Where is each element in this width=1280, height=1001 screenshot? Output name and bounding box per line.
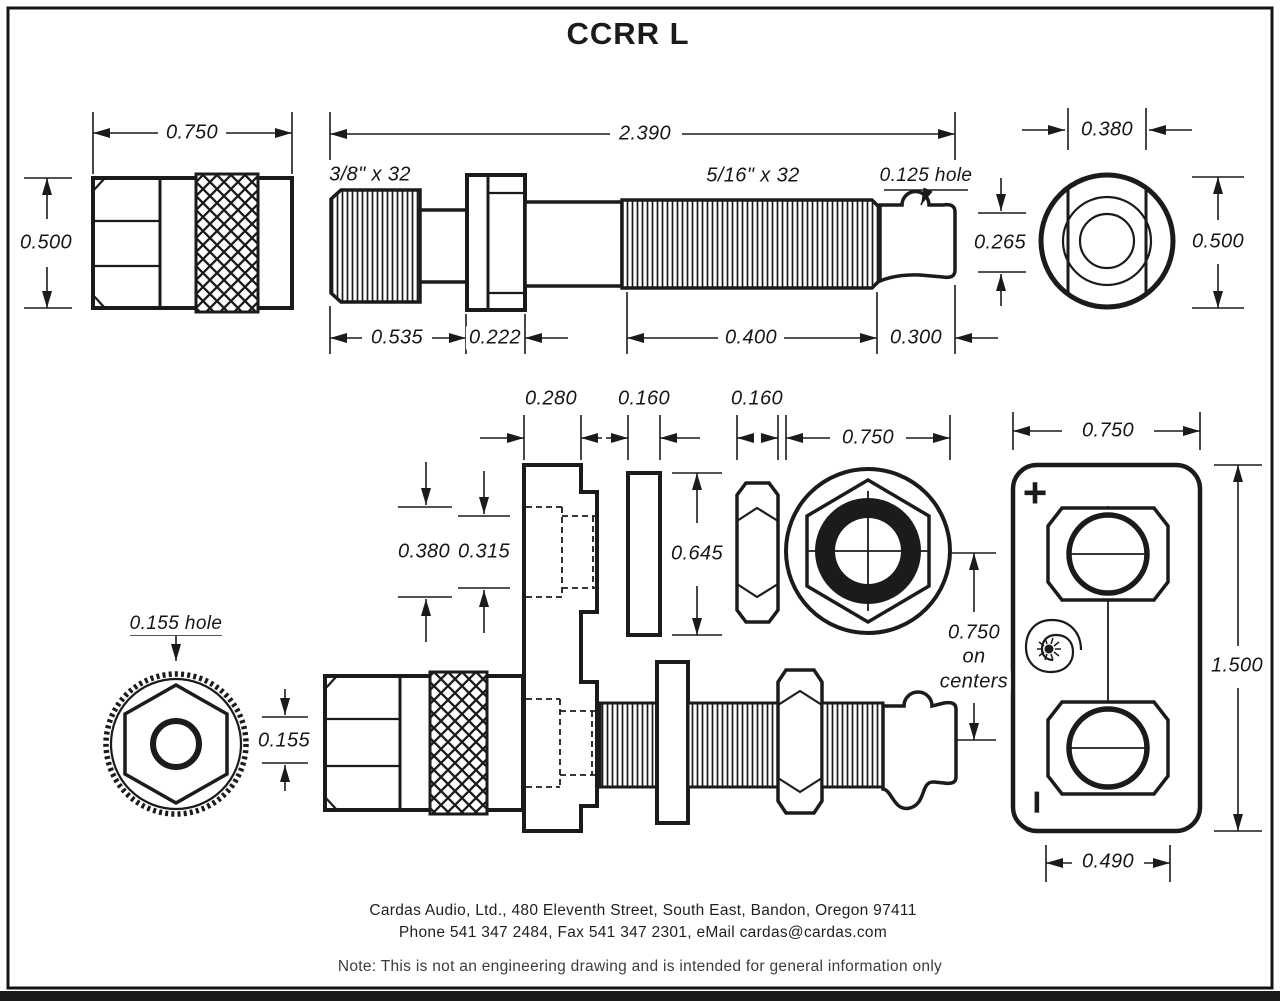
dim-label-plate-thk: 0.280 (521, 387, 581, 411)
dim-label-nut-dia: 0.750 (838, 426, 898, 450)
assembly-thread-3 (820, 701, 885, 789)
dim-label-panel-bottom: 0.490 (1078, 850, 1138, 874)
post-side-view (329, 112, 1026, 354)
shaft (523, 200, 624, 288)
hole-note-125: 0.125 hole (876, 165, 976, 187)
dim-label-535: 0.535 (367, 326, 427, 350)
dim-body-height (24, 177, 72, 309)
dims-exploded-top (480, 415, 951, 460)
plus-terminal-mark: + (1022, 469, 1048, 516)
exploded-row (398, 415, 952, 833)
hole-note-155: 0.155 hole (126, 613, 226, 635)
hex-nut-front (784, 467, 952, 635)
thread-spec-left: 3/8" x 32 (326, 163, 414, 187)
scan-edge-bar (0, 991, 1280, 1001)
hex-nut-side (735, 481, 780, 624)
footer-contact: Phone 541 347 2484, Fax 541 347 2301, eM… (398, 924, 888, 941)
dim-label-222: 0.222 (465, 326, 525, 350)
dim-label-body-width: 0.750 (162, 121, 222, 145)
dim-tip-height (978, 178, 1026, 306)
terminal-negative (1046, 700, 1170, 796)
body-end-view (103, 634, 308, 817)
dim-label-nut-thk: 0.160 (727, 387, 787, 411)
hole-note-pointer-2 (130, 634, 222, 661)
dim-label-washer-thk: 0.160 (614, 387, 674, 411)
end-outer-circle (1038, 172, 1176, 310)
dim-end-diameter (1192, 176, 1244, 309)
dim-label-body-height: 0.500 (16, 231, 76, 255)
flange (465, 173, 527, 312)
thread-spec-right: 5/16" x 32 (703, 164, 803, 188)
thread-3-8 (329, 188, 422, 304)
assembly-thread-2 (686, 701, 780, 789)
washer-side (626, 471, 662, 637)
neck (418, 208, 469, 284)
dim-label-centers-on: on (959, 645, 989, 669)
panel-front-view (952, 412, 1262, 882)
assembly-body (323, 674, 525, 812)
wire-hole (150, 718, 202, 770)
dim-label-hole-inner: 0.315 (454, 540, 514, 564)
knurl-band (194, 172, 260, 314)
dim-label-centers-value: 0.750 (944, 621, 1004, 645)
dim-total-length (329, 112, 956, 160)
dim-panel-height (1214, 464, 1262, 832)
dim-hole-centers (952, 552, 996, 741)
nautilus-logo-icon (1024, 618, 1083, 674)
dim-label-panel-height: 1.500 (1207, 654, 1267, 678)
dim-end-flats (1022, 108, 1192, 150)
dim-label-centers-word: centers (936, 670, 1012, 694)
dim-label-265: 0.265 (970, 231, 1030, 255)
dim-washer-dia (672, 472, 722, 636)
minus-terminal-mark: − (1014, 789, 1061, 815)
plate-hidden-holes (526, 506, 596, 788)
hole-note-pointer (884, 187, 968, 206)
dim-plate-hole-outer (398, 462, 452, 642)
terminal-positive (1046, 506, 1170, 602)
dim-label-300: 0.300 (886, 326, 946, 350)
dim-label-panel-width: 0.750 (1078, 419, 1138, 443)
mounting-plate-section (522, 463, 599, 833)
dim-panel-bottom (1045, 845, 1171, 882)
dim-body-width (92, 112, 293, 174)
assembly-thread-1 (598, 701, 659, 789)
dim-label-end-flats: 0.380 (1077, 118, 1137, 142)
dim-label-155: 0.155 (254, 729, 314, 753)
dim-panel-width (1012, 412, 1201, 450)
dim-label-hole-outer: 0.380 (394, 540, 454, 564)
assembly-spade-tip (881, 690, 958, 811)
body-side-view (24, 112, 294, 314)
dim-plate-hole-inner (458, 471, 510, 633)
dim-label-total-length: 2.390 (615, 122, 675, 146)
assembly-knurl (428, 670, 489, 816)
assembly-nut (776, 668, 824, 815)
sheet-frame (0, 6, 1280, 1001)
dim-label-400: 0.400 (721, 326, 781, 350)
footer-address: Cardas Audio, Ltd., 480 Eleventh Street,… (369, 902, 917, 919)
assembly-washer (655, 660, 690, 825)
dim-label-washer-dia: 0.645 (667, 542, 727, 566)
footer-note: Note: This is not an engineering drawing… (337, 958, 943, 975)
dim-label-end-dia: 0.500 (1188, 230, 1248, 254)
dim-hole-155 (262, 689, 308, 791)
assembly-view (323, 660, 958, 825)
thread-5-16 (620, 198, 882, 290)
body-outline (91, 176, 294, 310)
page-title: CCRR L (566, 16, 690, 51)
post-end-view (1022, 108, 1244, 310)
tip-lug (878, 189, 957, 284)
